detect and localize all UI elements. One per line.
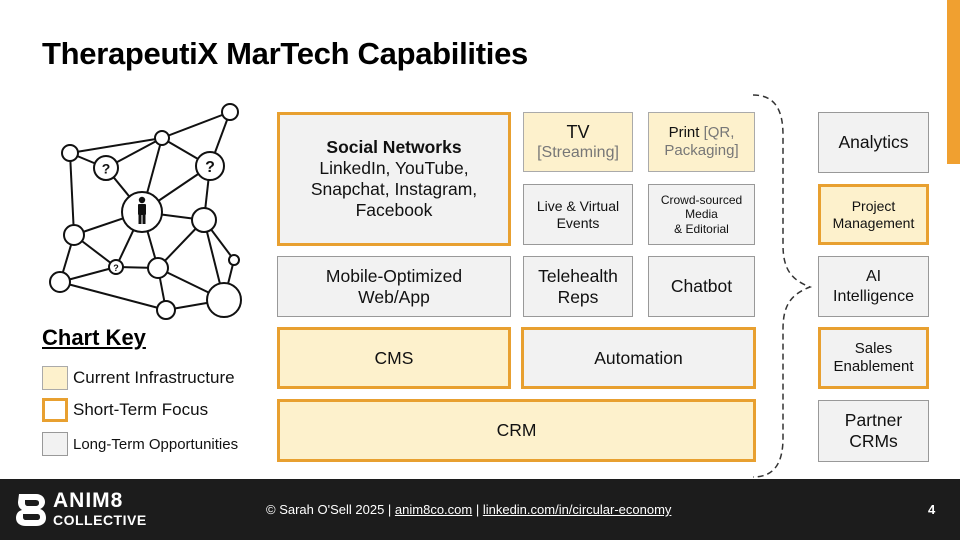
footer-bar xyxy=(0,479,960,540)
anim8co-link[interactable]: anim8co.com xyxy=(394,502,473,517)
crowd-line: Media xyxy=(685,207,718,222)
network-node xyxy=(63,224,85,246)
page-number: 4 xyxy=(928,502,936,517)
box-tv: TV [Streaming] xyxy=(523,112,633,172)
question-mark: ? xyxy=(102,161,111,177)
copyright-text: © Sarah O'Sell 2025 | xyxy=(266,502,395,517)
box-telehealth-reps: Telehealth Reps xyxy=(523,256,633,317)
question-mark: ? xyxy=(113,263,119,273)
ai-line: Intelligence xyxy=(833,287,914,305)
events-line: Events xyxy=(556,214,600,231)
network-node-question xyxy=(195,151,225,181)
social-networks-line: Facebook xyxy=(355,200,433,220)
network-node xyxy=(228,254,240,266)
box-social-networks: Social Networks LinkedIn, YouTube, Snapc… xyxy=(277,112,511,246)
box-print: Print [QR, Packaging] xyxy=(648,112,755,172)
anim8-logo-icon xyxy=(16,494,46,526)
tv-label: TV xyxy=(566,121,590,142)
chart-key-title: Chart Key xyxy=(42,325,146,350)
print-label: Print xyxy=(668,124,704,141)
linkedin-link[interactable]: linkedin.com/in/circular-economy xyxy=(482,502,672,517)
events-line: Live & Virtual xyxy=(536,197,620,214)
sales-line: Enablement xyxy=(833,358,914,375)
box-crowd-sourced-media: Crowd-sourced Media & Editorial xyxy=(648,184,755,245)
print-sub-label: [QR, xyxy=(703,124,735,141)
crowd-line: Crowd-sourced xyxy=(660,192,743,207)
bracket-path xyxy=(752,94,813,478)
mobile-line: Web/App xyxy=(358,286,430,307)
accent-bar xyxy=(947,0,960,164)
tv-sub-label: [Streaming] xyxy=(537,144,619,162)
box-chatbot: Chatbot xyxy=(648,256,755,317)
box-cms: CMS xyxy=(277,327,511,389)
box-automation: Automation xyxy=(521,327,756,389)
network-node xyxy=(191,207,217,233)
page-title: TherapeutiX MarTech Capabilities xyxy=(42,36,528,71)
box-project-management: Project Management xyxy=(818,184,929,245)
key-label-current: Current Infrastructure xyxy=(73,368,235,387)
person-icon xyxy=(138,196,146,224)
social-networks-line: LinkedIn, YouTube, xyxy=(319,158,469,178)
sales-line: Sales xyxy=(854,340,893,357)
network-node xyxy=(156,300,176,320)
telehealth-line: Reps xyxy=(557,286,599,307)
social-networks-heading: Social Networks xyxy=(326,137,462,157)
network-node-question xyxy=(93,155,119,181)
box-ai-intelligence: AI Intelligence xyxy=(818,256,929,317)
automation-label: Automation xyxy=(594,347,683,368)
cms-label: CMS xyxy=(374,347,414,368)
separator-text: | xyxy=(472,502,483,517)
social-networks-line: Snapchat, Instagram, xyxy=(310,179,478,199)
project-line: Management xyxy=(832,214,915,231)
network-node-question xyxy=(108,259,124,275)
network-diagram: ? ? ? xyxy=(49,103,242,320)
box-live-virtual-events: Live & Virtual Events xyxy=(523,184,633,245)
mobile-line: Mobile-Optimized xyxy=(325,265,463,286)
bracket-connector xyxy=(752,94,813,478)
key-swatch-short-term xyxy=(42,398,68,422)
question-mark: ? xyxy=(205,159,215,176)
network-node xyxy=(61,144,79,162)
key-label-long-term: Long-Term Opportunities xyxy=(73,436,239,453)
network-node xyxy=(221,103,239,121)
network-node xyxy=(147,257,169,279)
partner-line: Partner xyxy=(844,410,903,430)
key-label-short-term: Short-Term Focus xyxy=(73,400,209,419)
footer-credits: © Sarah O'Sell 2025 | anim8co.com | link… xyxy=(266,502,671,517)
ai-line: AI xyxy=(865,268,882,286)
network-node xyxy=(206,282,242,318)
network-node xyxy=(154,130,170,146)
crowd-line: & Editorial xyxy=(674,221,729,236)
network-node xyxy=(49,271,71,293)
key-swatch-current xyxy=(42,366,68,390)
project-line: Project xyxy=(851,197,896,214)
box-analytics: Analytics xyxy=(818,112,929,173)
chatbot-label: Chatbot xyxy=(670,276,733,296)
box-partner-crms: Partner CRMs xyxy=(818,400,929,462)
telehealth-line: Telehealth xyxy=(538,265,618,286)
box-mobile-web-app: Mobile-Optimized Web/App xyxy=(277,256,511,317)
logo-wordmark-top: ANIM8 xyxy=(53,489,124,512)
logo-wordmark-bottom: COLLECTIVE xyxy=(53,512,147,528)
print-line1: Print [QR, xyxy=(669,124,735,142)
print-sub-label: Packaging] xyxy=(664,142,739,159)
crm-label: CRM xyxy=(496,420,537,440)
partner-line: CRMs xyxy=(849,431,898,451)
box-crm: CRM xyxy=(277,399,756,462)
analytics-label: Analytics xyxy=(838,132,909,152)
key-swatch-long-term xyxy=(42,432,68,456)
box-sales-enablement: Sales Enablement xyxy=(818,327,929,389)
